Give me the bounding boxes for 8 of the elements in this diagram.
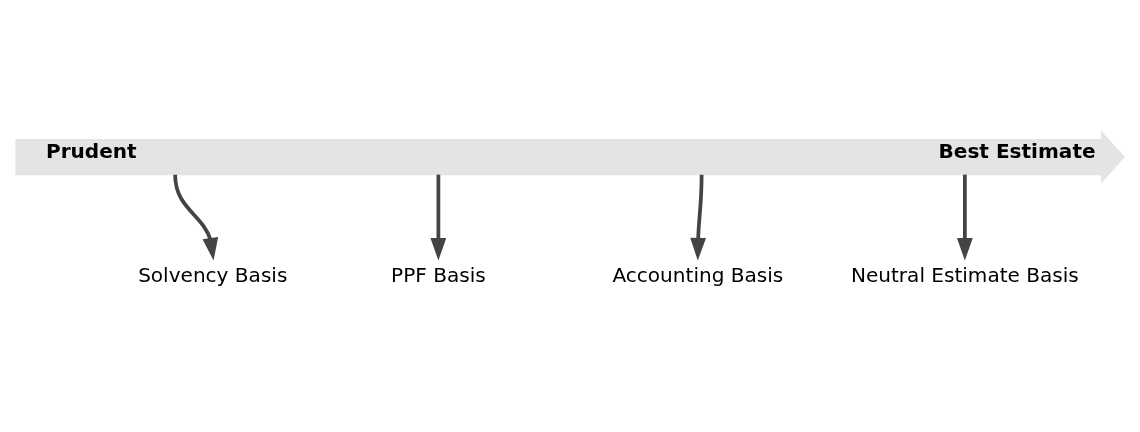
- node-text: Neutral Estimate Basis: [850, 263, 1079, 288]
- arrow: [173, 174, 219, 261]
- node-text: Solvency Basis: [138, 263, 288, 288]
- arrow: [956, 174, 973, 261]
- arrow: [430, 174, 447, 261]
- node-text: PPF Basis: [391, 263, 486, 288]
- arrow: [690, 174, 707, 261]
- node-text: Accounting Basis: [612, 263, 784, 288]
